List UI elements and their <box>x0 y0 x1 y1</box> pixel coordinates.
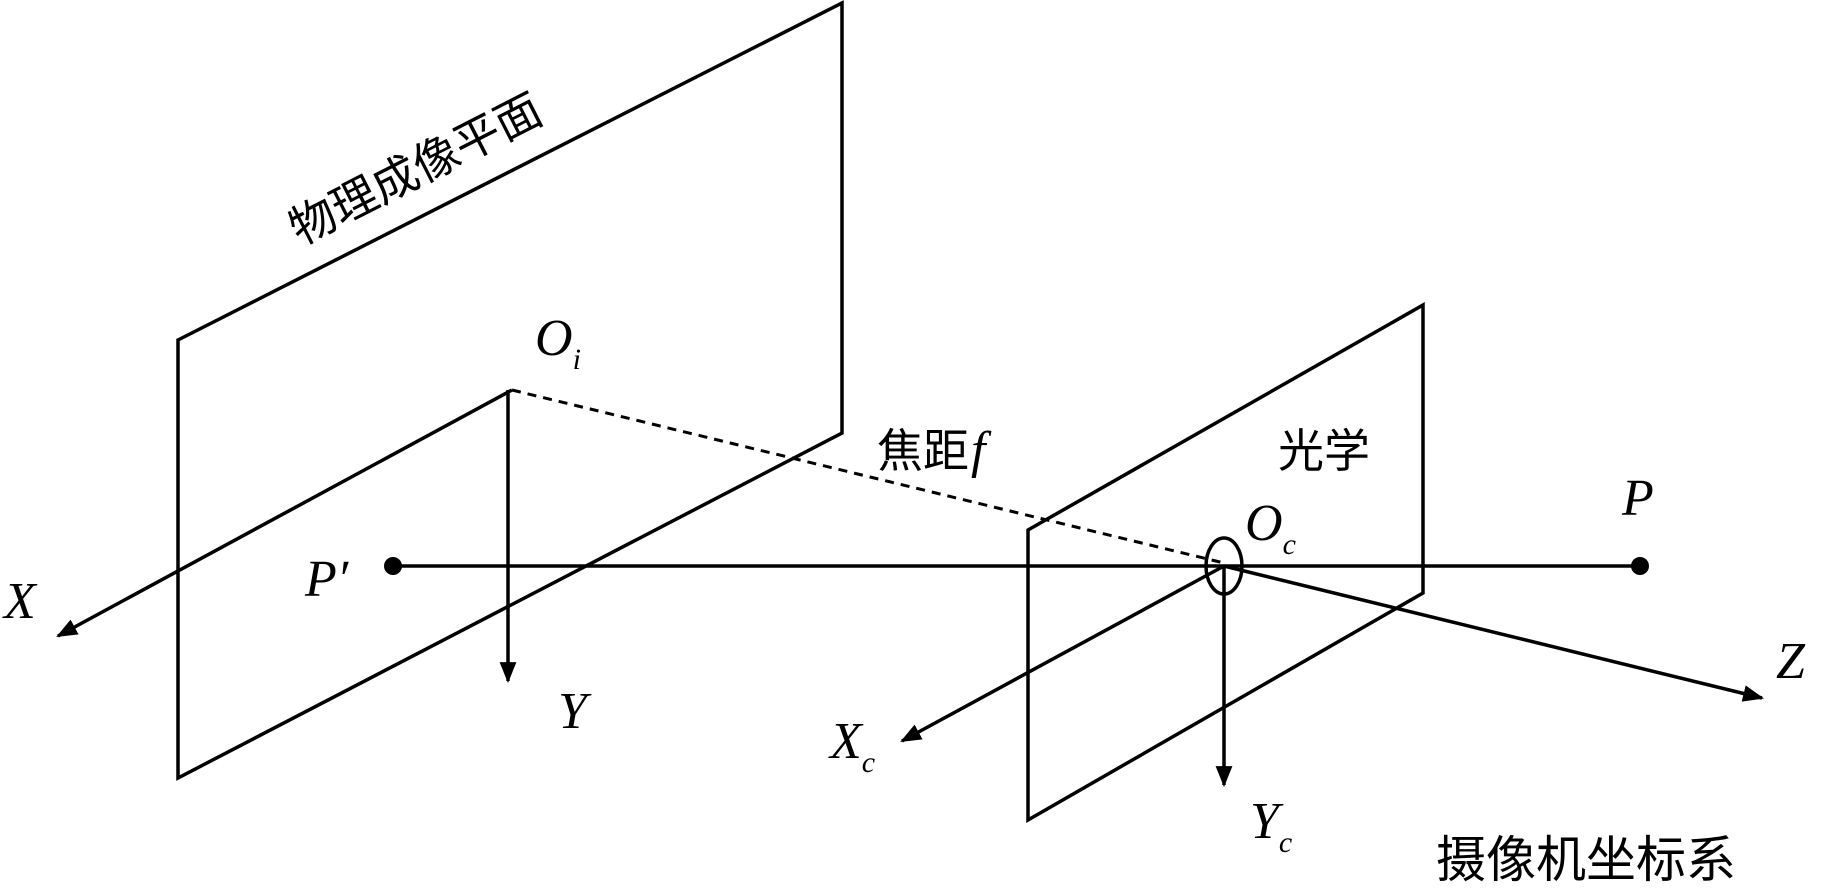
x-axis-arrow <box>56 388 513 638</box>
oc-label: Oc <box>1245 495 1296 561</box>
x-label: X <box>2 573 38 630</box>
xc-label: Xc <box>828 713 875 779</box>
p-prime-label: P′ <box>304 551 350 608</box>
focal-length-label: 焦距f <box>877 422 992 479</box>
y-label: Y <box>558 683 592 740</box>
focal-length-line <box>511 388 1225 565</box>
oi-label: Oi <box>535 310 581 376</box>
p-label: P <box>1621 470 1654 527</box>
z-axis-arrow <box>1223 564 1765 702</box>
physical-plane-label: 物理成像平面 <box>280 82 550 255</box>
camera-system-label: 摄像机坐标系 <box>1436 831 1736 889</box>
xc-axis-arrow <box>900 564 1225 743</box>
optical-plane <box>1026 301 1425 824</box>
point-p-prime <box>384 557 402 575</box>
yc-label: Yc <box>1250 793 1292 859</box>
point-p <box>1631 557 1649 575</box>
optical-label: 光学 <box>1278 424 1370 478</box>
physical-imaging-plane <box>176 0 844 781</box>
z-label: Z <box>1776 633 1806 690</box>
